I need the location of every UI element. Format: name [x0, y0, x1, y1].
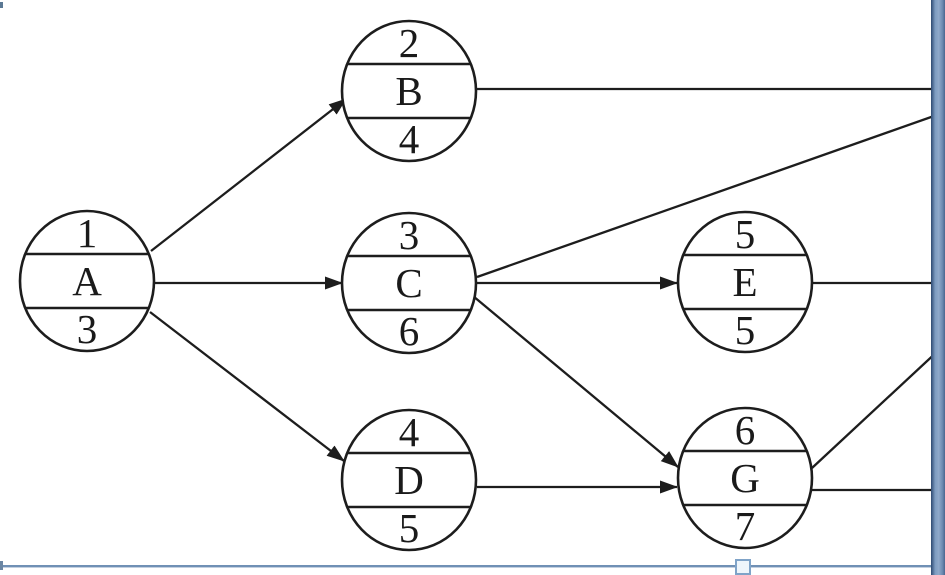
node-G-activity-label: G — [730, 455, 760, 501]
edge-G-right-edge-upper-line — [811, 348, 941, 469]
node-D-earliest-time: 4 — [399, 409, 420, 455]
node-E: 5E5 — [676, 210, 814, 354]
node-A-earliest-time: 1 — [77, 210, 98, 256]
node-A: 1A3 — [18, 209, 156, 353]
node-B: 2B4 — [340, 19, 478, 163]
node-E-activity-label: E — [732, 259, 757, 305]
node-C: 3C6 — [340, 211, 478, 355]
selection-bottom-border — [0, 565, 945, 568]
node-G-latest-time: 7 — [735, 503, 756, 549]
node-C-latest-time: 6 — [399, 308, 420, 354]
resize-handle-top-left-fragment[interactable] — [0, 2, 3, 8]
node-D-latest-time: 5 — [399, 505, 420, 551]
resize-handle-bottom[interactable] — [735, 559, 751, 575]
node-C-earliest-time: 3 — [399, 212, 420, 258]
node-B-activity-label: B — [395, 68, 422, 114]
resize-handle-bottom-left-fragment[interactable] — [0, 561, 3, 570]
node-G: 6G7 — [676, 406, 814, 550]
window-right-border — [931, 0, 945, 575]
node-C-activity-label: C — [395, 260, 422, 306]
edge-C-G-arrow — [472, 295, 679, 468]
node-D: 4D5 — [340, 408, 478, 552]
node-E-latest-time: 5 — [735, 307, 756, 353]
node-B-earliest-time: 2 — [399, 20, 420, 66]
edge-C-right-edge-upper-line — [476, 114, 935, 279]
node-A-activity-label: A — [72, 258, 102, 304]
node-A-latest-time: 3 — [77, 306, 98, 352]
edge-A-D-arrow — [149, 311, 345, 462]
node-B-latest-time: 4 — [399, 116, 420, 162]
node-G-earliest-time: 6 — [735, 407, 756, 453]
edge-A-B-arrow — [150, 98, 347, 252]
node-D-activity-label: D — [394, 457, 424, 503]
node-E-earliest-time: 5 — [735, 211, 756, 257]
